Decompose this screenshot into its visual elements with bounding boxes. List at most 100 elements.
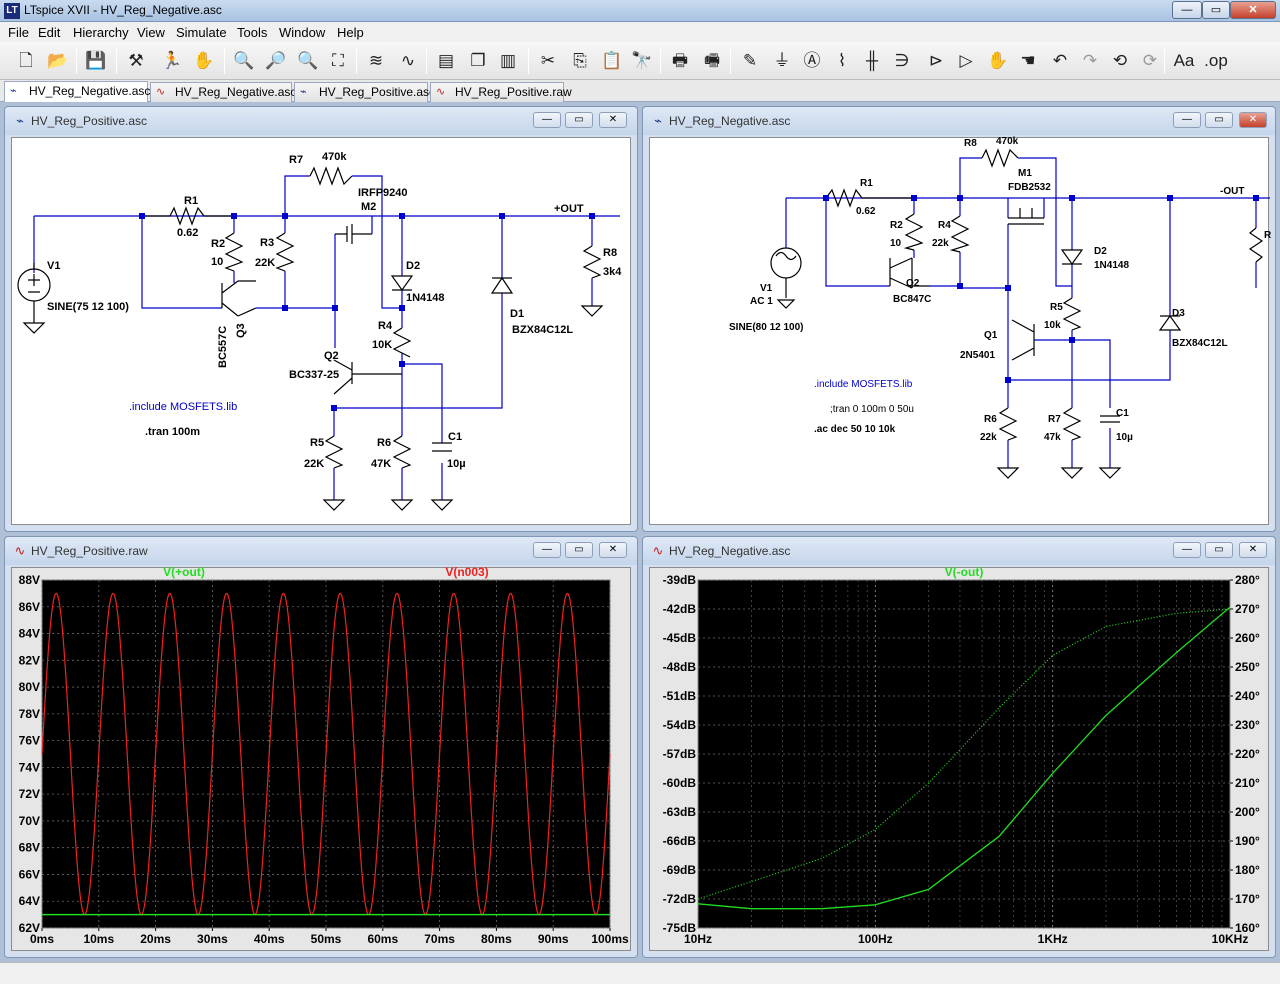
draw-wire-icon[interactable]: ✎ (742, 51, 758, 70)
window-titlebar[interactable]: ∿ HV_Reg_Negative.asc — ▭ ✕ (643, 537, 1275, 565)
text-icon[interactable]: Aa (1173, 51, 1195, 70)
tab-hv-reg-positive-raw[interactable]: ∿ HV_Reg_Positive.raw (430, 82, 572, 102)
inductor-icon[interactable]: ∋ (894, 51, 910, 70)
y-tick-label: -45dB (663, 631, 697, 645)
window-titlebar[interactable]: ∿ HV_Reg_Positive.raw — ▭ ✕ (5, 537, 637, 565)
new-schematic-icon[interactable]: 🗋 (19, 51, 33, 70)
cascade-icon[interactable]: ❐ (470, 51, 486, 70)
open-icon[interactable]: 📂 (47, 51, 69, 70)
menu-help[interactable]: Help (337, 25, 364, 40)
pan-icon[interactable]: 🔎 (265, 51, 287, 70)
menu-edit[interactable]: Edit (38, 25, 61, 40)
close-button[interactable]: ✕ (599, 112, 627, 128)
window-titlebar[interactable]: ⌁ HV_Reg_Negative.asc — ▭ ✕ (643, 107, 1275, 135)
undo-icon[interactable]: ↶ (1052, 51, 1068, 70)
save-icon[interactable]: 💾 (85, 51, 107, 70)
y-tick-label: -51dB (663, 689, 697, 703)
y2-tick-label: 210° (1235, 776, 1260, 790)
tab-hv-reg-positive-asc[interactable]: ⌁ HV_Reg_Positive.asc (294, 82, 435, 102)
cut-icon[interactable]: ✂ (540, 51, 556, 70)
close-button[interactable]: ✕ (1239, 542, 1267, 558)
maximize-button[interactable]: ▭ (565, 112, 593, 128)
x-tick-label: 70ms (424, 932, 455, 946)
menu-hierarchy[interactable]: Hierarchy (73, 25, 129, 40)
close-button[interactable]: ✕ (1239, 112, 1267, 128)
ground-icon[interactable]: ⏚ (773, 51, 791, 70)
run-icon[interactable]: 🏃 (161, 51, 183, 70)
minimize-button[interactable]: — (533, 112, 561, 128)
label-include: .include MOSFETS.lib (129, 401, 237, 413)
component-icon[interactable]: ▷ (959, 51, 973, 70)
drag-icon[interactable]: ☚ (1020, 51, 1036, 70)
close-button[interactable]: ✕ (599, 542, 627, 558)
close-button[interactable]: ✕ (1230, 1, 1276, 19)
zoom-in-icon[interactable]: 🔍 (233, 51, 255, 70)
paste-icon[interactable]: 📋 (601, 51, 623, 70)
schematic-canvas[interactable]: R1 0.62 R2 10 R3 22K R7 470k IRFP9240 M2… (11, 137, 631, 525)
tab-hv-reg-negative-asc[interactable]: ⌁ HV_Reg_Negative.asc (4, 81, 150, 102)
tab-hv-reg-negative-plot[interactable]: ∿ HV_Reg_Negative.asc (150, 82, 296, 102)
window-title: HV_Reg_Negative.asc (669, 544, 791, 558)
maximize-button[interactable]: ▭ (1205, 112, 1233, 128)
rotate-icon[interactable]: ⟲ (1112, 51, 1128, 70)
y2-tick-label: 220° (1235, 747, 1260, 761)
x-tick-label: 80ms (481, 932, 512, 946)
minimize-button[interactable]: — (1172, 1, 1202, 19)
spice-directive-icon[interactable]: .op (1204, 51, 1228, 70)
label-r8: R8 (603, 247, 617, 259)
capacitor-icon[interactable]: ╫ (865, 51, 879, 70)
label-tran: .tran 100m (145, 426, 200, 438)
tile-horizontal-icon[interactable]: ▤ (437, 51, 455, 70)
autorange-icon[interactable]: ≋ (368, 51, 384, 70)
menu-view[interactable]: View (137, 25, 165, 40)
print-preview-icon[interactable]: 🖷 (703, 51, 721, 70)
halt-icon[interactable]: ✋ (193, 51, 215, 70)
label-d1-value: BZX84C12L (512, 324, 573, 336)
menu-file[interactable]: File (8, 25, 29, 40)
menu-tools[interactable]: Tools (237, 25, 268, 40)
schematic-canvas[interactable]: R8 470k M1 FDB2532 -OUT R1 0.62 R2 10 R4… (649, 136, 1272, 525)
minimize-button[interactable]: — (1173, 112, 1201, 128)
zoom-out-icon[interactable]: 🔍 (297, 51, 319, 70)
mirror-icon[interactable]: ⟳ (1142, 51, 1158, 70)
label-ac: .ac dec 50 10 10k (814, 424, 896, 435)
toolbar-separator (224, 48, 225, 74)
redo-icon[interactable]: ↷ (1082, 51, 1098, 70)
window-titlebar[interactable]: ⌁ HV_Reg_Positive.asc — ▭ ✕ (5, 107, 637, 135)
label-d2: D2 (406, 260, 420, 272)
diode-icon[interactable]: ⊳ (928, 51, 944, 70)
zoom-fit-icon[interactable]: ⛶ (332, 51, 344, 70)
find-icon[interactable]: 🔭 (631, 51, 653, 70)
waveform-icon: ∿ (156, 86, 166, 98)
menu-window[interactable]: Window (279, 25, 326, 40)
menu-simulate[interactable]: Simulate (176, 25, 227, 40)
label-r5: R5 (310, 437, 324, 449)
print-icon[interactable]: 🖶 (671, 51, 689, 70)
label-r8-value: 3k4 (603, 266, 622, 278)
y-tick-label: 88V (19, 573, 40, 587)
copy-icon[interactable]: ⎘ (573, 51, 587, 70)
y-tick-label: 72V (19, 787, 40, 801)
toolbar-separator (356, 48, 357, 74)
maximize-button[interactable]: ▭ (565, 542, 593, 558)
tile-vertical-icon[interactable]: ▥ (499, 51, 517, 70)
maximize-button[interactable]: ▭ (1205, 542, 1233, 558)
resistor-icon[interactable]: ⌇ (837, 51, 847, 70)
move-icon[interactable]: ✋ (987, 51, 1009, 70)
minimize-button[interactable]: — (1173, 542, 1201, 558)
label-v1-ac: AC 1 (750, 296, 773, 307)
maximize-button[interactable]: ▭ (1202, 1, 1230, 19)
label-net-icon[interactable]: Ⓐ (803, 51, 821, 70)
minimize-button[interactable]: — (533, 542, 561, 558)
control-panel-icon[interactable]: ⚒ (128, 51, 144, 70)
label-v1: V1 (47, 260, 60, 272)
label-d2: D2 (1094, 246, 1107, 257)
toolbar: 🗋 📂 💾 ⚒ 🏃 ✋ 🔍 🔎 🔍 ⛶ ≋ ∿ ▤ ❐ ▥ ✂ ⎘ 📋 🔭 🖶 🖷 ✎ ⏚ Ⓐ ⌇ ╫ ∋ ⊳ ▷ ✋ ☚ ↶ ↷ ⟲ ⟳ Aa .op (0, 42, 1280, 80)
label-q1: Q1 (984, 330, 998, 341)
y2-tick-label: 170° (1235, 892, 1260, 906)
waveform-icon[interactable]: ∿ (400, 51, 416, 70)
label-r4: R4 (938, 220, 951, 231)
x-tick-label: 90ms (538, 932, 569, 946)
